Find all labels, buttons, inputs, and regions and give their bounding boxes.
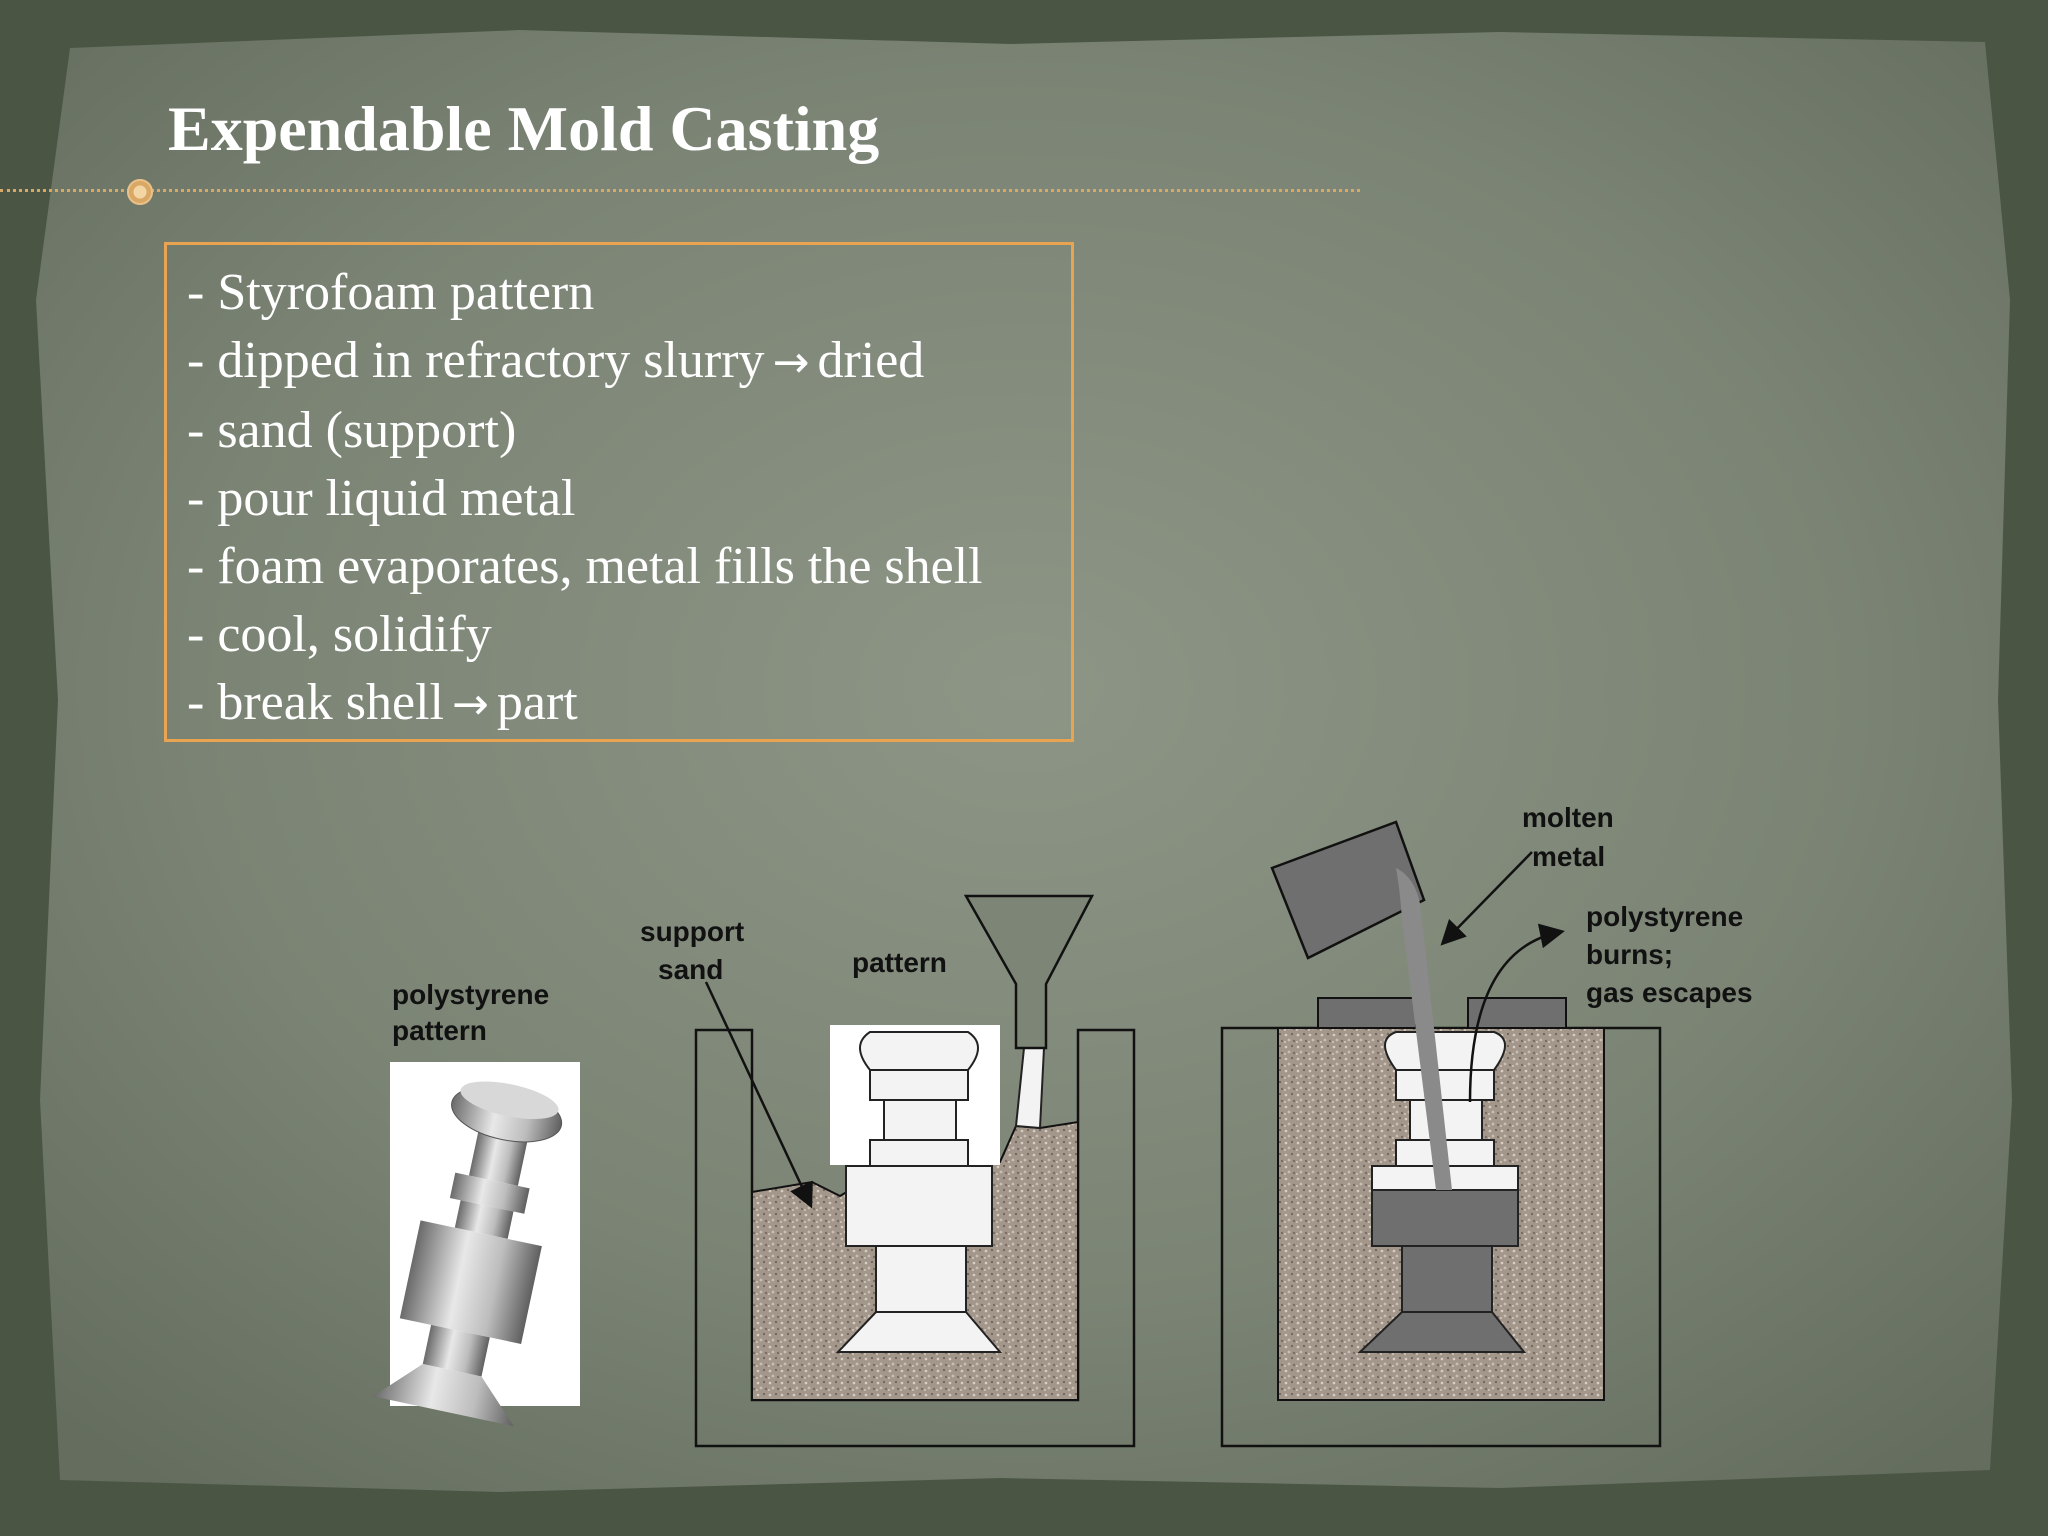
arrow-right-icon: →	[452, 679, 489, 730]
molten-stream	[1396, 868, 1452, 1190]
burn-label-line1: polystyrene	[1586, 901, 1743, 932]
bullet-item: - sand (support)	[187, 402, 517, 459]
pattern-callout-label: pattern	[852, 947, 947, 978]
slide-title: Expendable Mold Casting	[168, 93, 880, 164]
bullet-item: - cool, solidify	[187, 606, 492, 663]
bullet-list-box: - Styrofoam pattern - dipped in refracto…	[164, 242, 1074, 742]
pattern-label-line2: pattern	[392, 1015, 487, 1046]
sand-support-panel: support sand pattern	[640, 894, 1136, 1448]
burn-label-line2: burns;	[1586, 939, 1673, 970]
molten-label-line1: molten	[1522, 802, 1614, 833]
pattern-label-line1: polystyrene	[392, 979, 549, 1010]
divider-bullet-dot	[127, 179, 153, 205]
foam-pattern-in-sand	[835, 1031, 1046, 1353]
molten-metal-fill	[1357, 1189, 1527, 1353]
bullet-item: - Styrofoam pattern	[187, 264, 595, 321]
ladle	[1270, 820, 1426, 960]
pouring-funnel	[963, 894, 1095, 1050]
support-label-line2: sand	[658, 954, 723, 985]
arrow-right-icon: →	[772, 337, 810, 388]
support-label-line1: support	[640, 916, 744, 947]
bullet-item: - dipped in refractory slurry→dried	[187, 327, 1071, 397]
foam-pattern-3d-icon	[372, 1081, 563, 1427]
bullet-item: - foam evaporates, metal fills the shell	[187, 538, 983, 595]
bullet-item: - pour liquid metal	[187, 470, 576, 527]
pouring-panel: molten metal polystyrene burns; gas esca…	[1220, 802, 1753, 1448]
burn-label-line3: gas escapes	[1586, 977, 1753, 1008]
polystyrene-pattern-panel: polystyrene pattern	[372, 979, 580, 1427]
title-divider	[0, 189, 1360, 192]
molten-label-line2: metal	[1532, 841, 1605, 872]
bullet-item: - break shell→part	[187, 669, 1071, 739]
